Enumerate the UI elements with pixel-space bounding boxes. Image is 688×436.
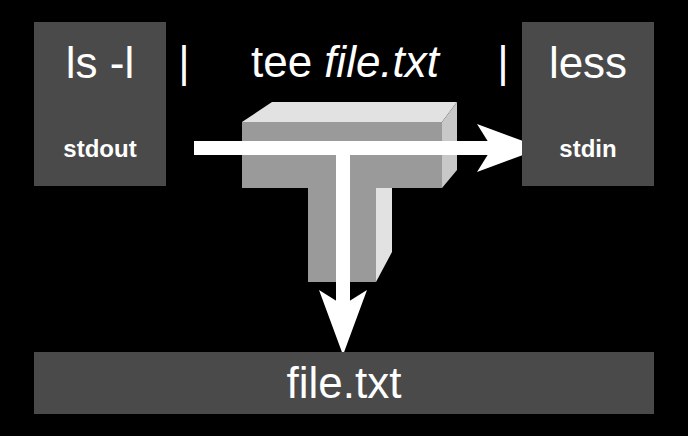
pipe-symbol: |: [178, 40, 189, 84]
command-name: ls -l: [66, 38, 134, 88]
command-name: less: [549, 38, 627, 88]
command-name: file.txt: [287, 358, 402, 408]
tee-stem-side: [376, 188, 392, 282]
command-box: less stdin: [522, 22, 654, 186]
file-argument: file.txt: [324, 40, 439, 84]
command-name: tee: [251, 40, 312, 84]
pipe-symbol: |: [497, 40, 508, 84]
command-box: ls -l stdout: [34, 22, 166, 186]
stream-name: stdout: [63, 134, 136, 164]
stream-name: stdin: [559, 134, 616, 164]
tee-top-face: [242, 102, 457, 122]
output-file-band: file.txt: [34, 352, 654, 414]
pipe-flow-arrow: [194, 148, 343, 315]
